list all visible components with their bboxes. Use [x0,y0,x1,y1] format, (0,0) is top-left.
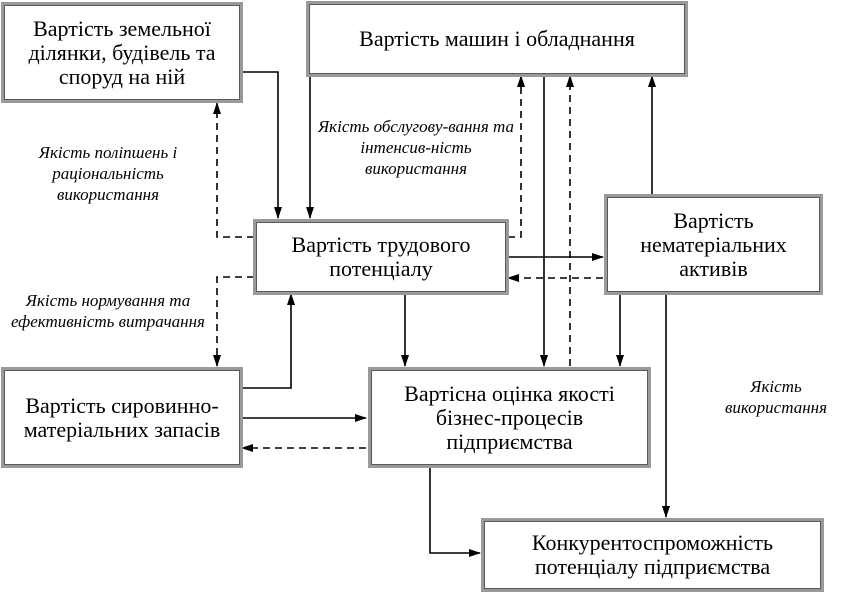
label-rationing-quality: Якість нормування та ефективність витрач… [11,291,205,331]
box-machines-value-text: Вартість машин і обладнання [359,26,635,51]
arrow-land-to-labor [242,71,282,219]
label-improvement-quality: Якість поліпшень і раціональність викори… [38,143,178,204]
label-usage-quality: Якість використання [725,377,827,417]
label-service-quality: Якість обслугову-вання та інтенсив-ність… [317,117,515,178]
box-competitiveness-text: Конкурентоспроможність потенціалу підпри… [531,530,774,579]
arrow-materials-to-labor [242,293,295,389]
box-land-value-text: Вартість земельної ділянки, будівель та … [28,15,216,89]
box-labor-value-text: Вартість трудового потенціалу [291,232,471,281]
box-competitiveness: Конкурентоспроможність потенціалу підпри… [481,518,824,592]
box-business-process-value: Вартісна оцінка якості бізнес-процесів п… [368,367,651,468]
box-labor-value: Вартість трудового потенціалу [253,219,509,295]
dashed-arrow-labor-to-machines [508,75,525,238]
box-materials-value-text: Вартість сировинно-матеріальних запасів [23,392,221,442]
box-intangible-value: Вартість нематеріальних активів [604,194,823,295]
box-land-value: Вартість земельної ділянки, будівель та … [1,2,243,103]
box-materials-value: Вартість сировинно-матеріальних запасів [1,367,243,468]
dashed-arrow-labor-to-materials [213,276,254,367]
box-intangible-value-text: Вартість нематеріальних активів [640,207,787,281]
arrow-business-to-competitive [429,468,481,557]
dashed-arrow-labor-to-land [213,102,254,238]
box-machines-value: Вартість машин і обладнання [306,1,688,77]
box-business-process-value-text: Вартісна оцінка якості бізнес-процесів п… [404,380,615,454]
